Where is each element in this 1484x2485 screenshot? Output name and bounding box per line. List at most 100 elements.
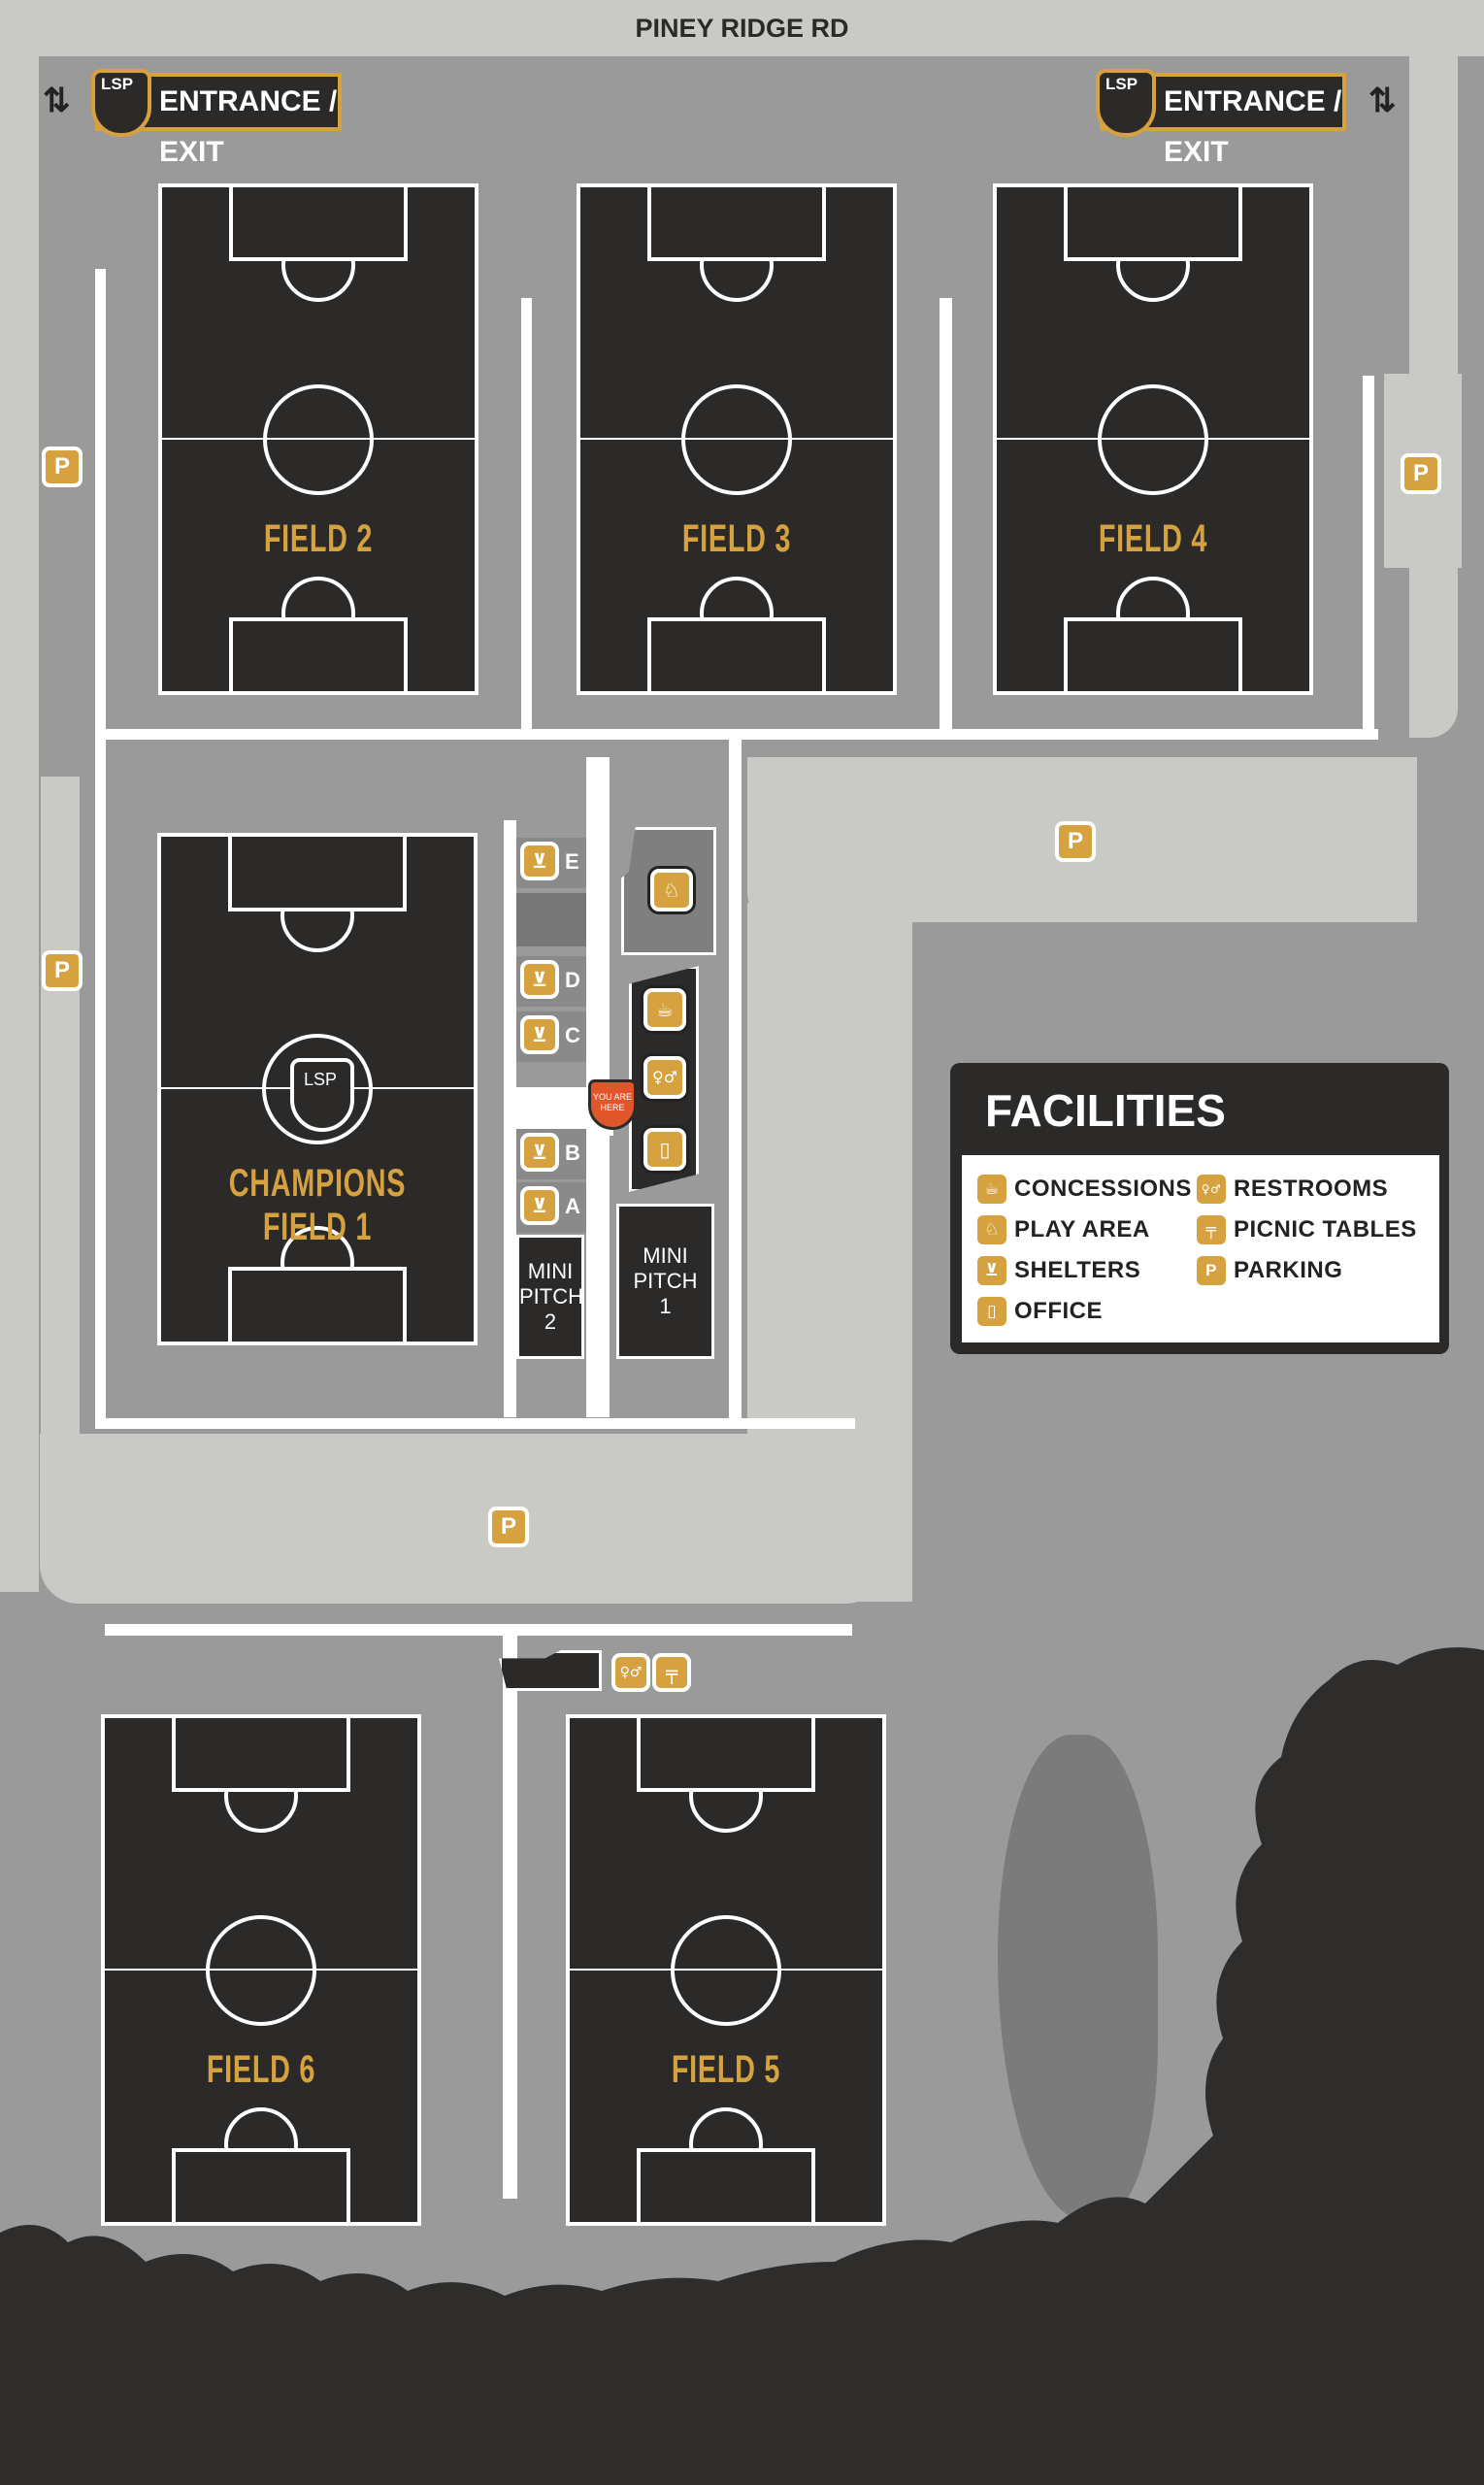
two-way-arrow-icon: ⇅ xyxy=(43,83,71,119)
walkway xyxy=(95,269,106,1429)
shelter-gap xyxy=(516,893,586,946)
champions-field-1[interactable]: LSP CHAMPIONS FIELD 1 xyxy=(157,833,478,1345)
shelter-c[interactable]: ⊻C xyxy=(516,1011,586,1062)
mini-pitch-label: MINI xyxy=(527,1259,574,1283)
legend-label: PICNIC TABLES xyxy=(1234,1216,1417,1242)
facilities-legend: FACILITIES ☕CONCESSIONS ♀♂ RESTROOMS ♘ PLA… xyxy=(950,1063,1449,1354)
parking-marker[interactable]: P xyxy=(1055,821,1096,862)
restrooms-icon[interactable]: ♀♂ xyxy=(643,1056,686,1099)
lsp-logo-icon: LSP xyxy=(1096,69,1156,137)
west-parking-strip xyxy=(41,777,80,1446)
halfway-line xyxy=(162,437,475,440)
parking-marker[interactable]: P xyxy=(42,447,82,487)
shelter-letter: C xyxy=(565,1023,580,1047)
shelter-letter: A xyxy=(565,1194,580,1218)
parking-icon: P xyxy=(1197,1256,1226,1285)
shelter-letter: E xyxy=(565,849,579,874)
legend-label: PARKING xyxy=(1234,1257,1343,1283)
legend-item: ☕CONCESSIONS xyxy=(977,1175,1192,1204)
field-3[interactable]: FIELD 3 xyxy=(577,183,897,695)
walkway xyxy=(105,1624,852,1636)
penalty-box xyxy=(1064,616,1242,695)
penalty-box xyxy=(228,1267,407,1345)
concessions-icon[interactable]: ☕ xyxy=(643,988,686,1031)
legend-item: ♘ PLAY AREA xyxy=(977,1215,1150,1244)
parking-marker[interactable]: P xyxy=(1401,453,1441,494)
walkway xyxy=(504,820,516,1417)
field-label: FIELD 4 xyxy=(1098,517,1208,560)
shelter-icon: ⊻ xyxy=(520,960,559,999)
pond xyxy=(998,1735,1158,2220)
penalty-box xyxy=(172,1714,350,1793)
parking-marker[interactable]: P xyxy=(42,950,82,991)
field-label: FIELD 2 xyxy=(263,517,374,560)
shelter-d[interactable]: ⊻D xyxy=(516,956,586,1007)
walkway xyxy=(1363,376,1374,735)
you-are-here-marker: YOU ARE HERE xyxy=(588,1079,637,1130)
lsp-logo-icon: LSP xyxy=(91,69,151,137)
concessions-icon: ☕ xyxy=(977,1175,1006,1204)
penalty-box xyxy=(637,2147,815,2226)
center-circle xyxy=(681,383,792,495)
legend-label: SHELTERS xyxy=(1014,1257,1141,1283)
lsp-logo-icon: LSP xyxy=(290,1058,354,1132)
field-6[interactable]: FIELD 6 xyxy=(101,1714,421,2226)
play-area-icon: ♘ xyxy=(977,1215,1006,1244)
play-area-icon[interactable]: ♘ xyxy=(650,869,693,911)
shelter-icon: ⊻ xyxy=(520,1015,559,1054)
penalty-box xyxy=(172,2147,350,2226)
shelter-a[interactable]: ⊻A xyxy=(516,1182,586,1233)
field-5[interactable]: FIELD 5 xyxy=(566,1714,886,2226)
legend-label: OFFICE xyxy=(1014,1298,1103,1324)
legend-title: FACILITIES xyxy=(985,1085,1226,1136)
mini-pitch-label: 2 xyxy=(544,1309,557,1334)
field-label: FIELD 6 xyxy=(206,2048,316,2091)
legend-item: ╤PICNIC TABLES xyxy=(1197,1215,1417,1244)
walkway xyxy=(95,1418,855,1429)
field-label: FIELD 5 xyxy=(671,2048,781,2091)
penalty-box xyxy=(647,183,826,262)
mini-pitch-label: MINI xyxy=(643,1243,688,1268)
road-label: PINEY RIDGE RD xyxy=(635,14,849,43)
penalty-box xyxy=(229,616,408,695)
halfway-line xyxy=(580,437,893,440)
penalty-box xyxy=(228,833,407,911)
two-way-arrow-icon: ⇅ xyxy=(1369,83,1397,119)
restrooms-icon: ♀♂ xyxy=(1197,1175,1226,1204)
picnic-tables-icon[interactable]: ╤ xyxy=(652,1653,691,1692)
penalty-box xyxy=(647,616,826,695)
shelter-e[interactable]: ⊻E xyxy=(516,838,586,888)
entrance-label: ENTRANCE / EXIT xyxy=(159,85,338,168)
shelter-b[interactable]: ⊻B xyxy=(516,1129,586,1179)
mini-pitch-label: PITCH xyxy=(633,1269,698,1293)
restrooms-icon[interactable]: ♀♂ xyxy=(611,1653,650,1692)
shelter-letter: D xyxy=(565,968,580,992)
left-access-road xyxy=(0,39,39,1592)
field-2[interactable]: FIELD 2 xyxy=(158,183,478,695)
penalty-box xyxy=(1064,183,1242,262)
parking-marker[interactable]: P xyxy=(488,1507,529,1547)
field-4[interactable]: FIELD 4 xyxy=(993,183,1313,695)
walkway xyxy=(503,1636,517,2199)
center-circle xyxy=(263,383,374,495)
legend-item: ▯ OFFICE xyxy=(977,1297,1103,1326)
office-icon[interactable]: ▯ xyxy=(643,1128,686,1171)
south-parking-lot xyxy=(40,1434,884,1604)
field-label: CHAMPIONS FIELD 1 xyxy=(228,1162,407,1248)
walkway xyxy=(729,740,742,1419)
shelter-icon: ⊻ xyxy=(520,842,559,880)
legend-label: RESTROOMS xyxy=(1234,1176,1389,1202)
center-circle xyxy=(262,1034,373,1144)
center-circle xyxy=(671,1914,781,2026)
mini-pitch-label: PITCH xyxy=(519,1284,583,1309)
entrance-label: ENTRANCE / EXIT xyxy=(1164,85,1342,168)
walkway xyxy=(940,298,952,730)
center-circle xyxy=(206,1914,316,2026)
office-icon: ▯ xyxy=(977,1297,1006,1326)
road-piney-ridge xyxy=(0,0,1484,56)
legend-label: PLAY AREA xyxy=(1014,1216,1150,1242)
